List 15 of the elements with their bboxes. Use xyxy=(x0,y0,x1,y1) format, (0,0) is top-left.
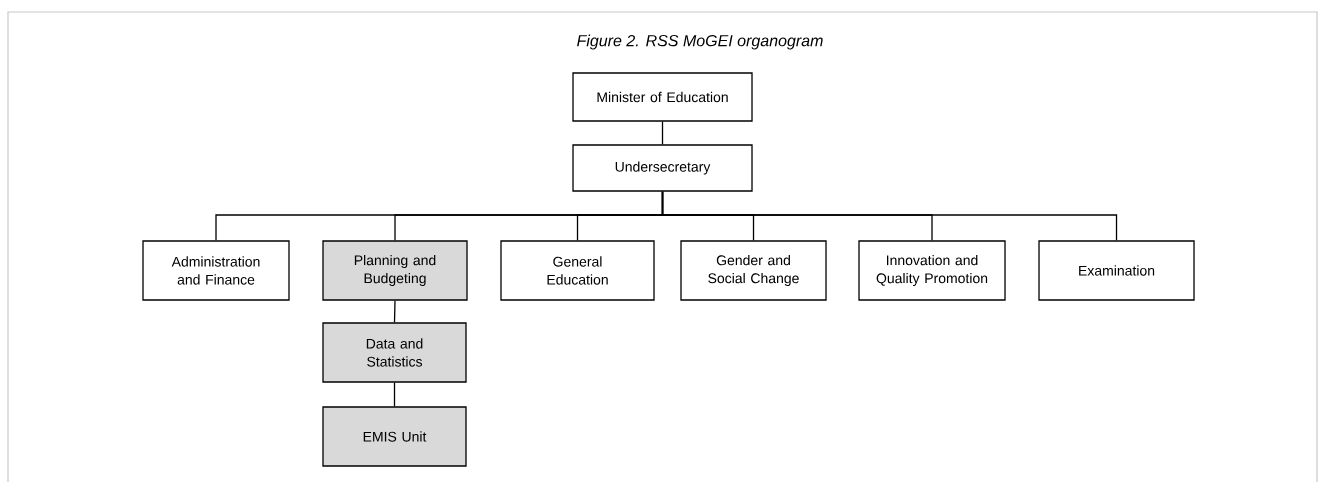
org-box: EMIS Unit xyxy=(322,406,467,467)
org-box: Planning and Budgeting xyxy=(322,240,468,301)
org-box: Examination xyxy=(1038,240,1195,301)
connector-line xyxy=(661,191,1118,241)
connector-line xyxy=(661,121,664,145)
org-box: Minister of Education xyxy=(572,72,753,122)
org-box: Data and Statistics xyxy=(322,322,467,383)
connector-line xyxy=(393,300,396,323)
org-box: General Education xyxy=(500,240,655,301)
connector-line xyxy=(393,382,396,407)
org-box: Innovation and Quality Promotion xyxy=(858,240,1006,301)
org-box: Undersecretary xyxy=(572,144,753,192)
org-box: Administration and Finance xyxy=(142,240,290,301)
figure-title: Figure 2. RSS MoGEI organogram xyxy=(577,34,823,50)
org-box: Gender and Social Change xyxy=(680,240,827,301)
